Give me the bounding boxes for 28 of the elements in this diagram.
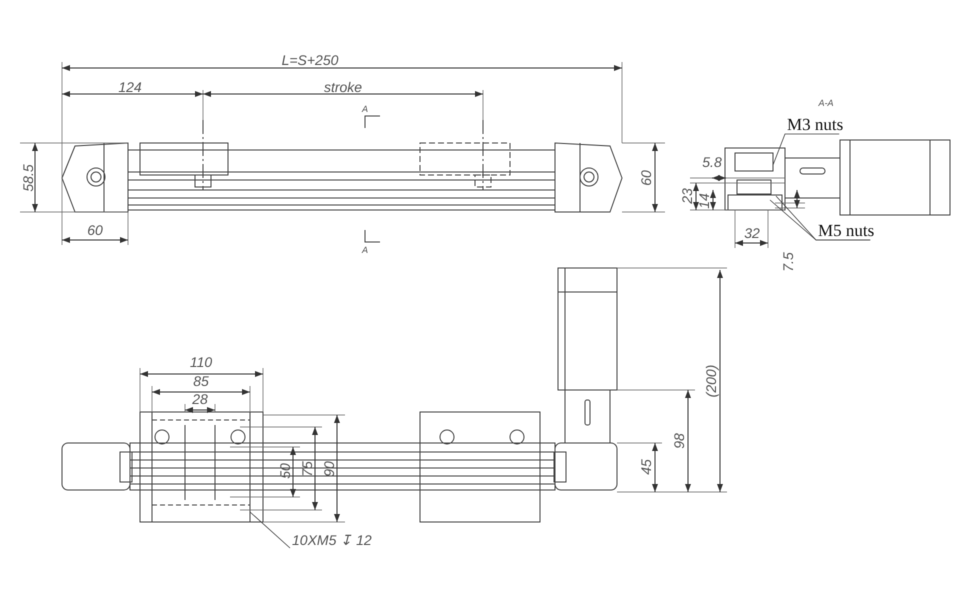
- callout-text: 10XM5 ↧ 12: [292, 533, 372, 547]
- callout-text: M5 nuts: [818, 222, 874, 239]
- leader-line: [772, 134, 840, 166]
- dimension-label: 5.8: [702, 155, 722, 169]
- section-label: A: [362, 244, 368, 257]
- dimension-label: 90: [322, 461, 336, 477]
- callout-text: M3 nuts: [787, 116, 844, 133]
- dimension-label: 32: [744, 226, 760, 240]
- dimension-label: 60: [639, 170, 653, 186]
- leader-line: [250, 512, 290, 548]
- dimension-label: 7.5: [781, 252, 795, 272]
- dimension-label: 58.5: [21, 164, 35, 192]
- dimension-label: 124: [118, 80, 142, 94]
- dimension-label: stroke: [324, 80, 362, 94]
- dimension-label: 45: [639, 459, 653, 475]
- dimension-label: (200): [704, 364, 718, 398]
- dimension-label: 23: [680, 188, 694, 204]
- section-label: A: [362, 103, 368, 116]
- dimension-label: 14: [697, 193, 711, 209]
- dimension-label: 28: [192, 392, 208, 406]
- dimension-label: 60: [87, 223, 103, 237]
- dimension-label: 50: [278, 463, 292, 479]
- dimension-label: 85: [193, 374, 209, 388]
- section-label: A-A: [818, 97, 834, 110]
- dimension-label: 110: [190, 355, 212, 369]
- dimension-label: L=S+250: [282, 53, 338, 67]
- dimension-label: 75: [300, 461, 314, 477]
- dimension-label: 98: [672, 433, 686, 449]
